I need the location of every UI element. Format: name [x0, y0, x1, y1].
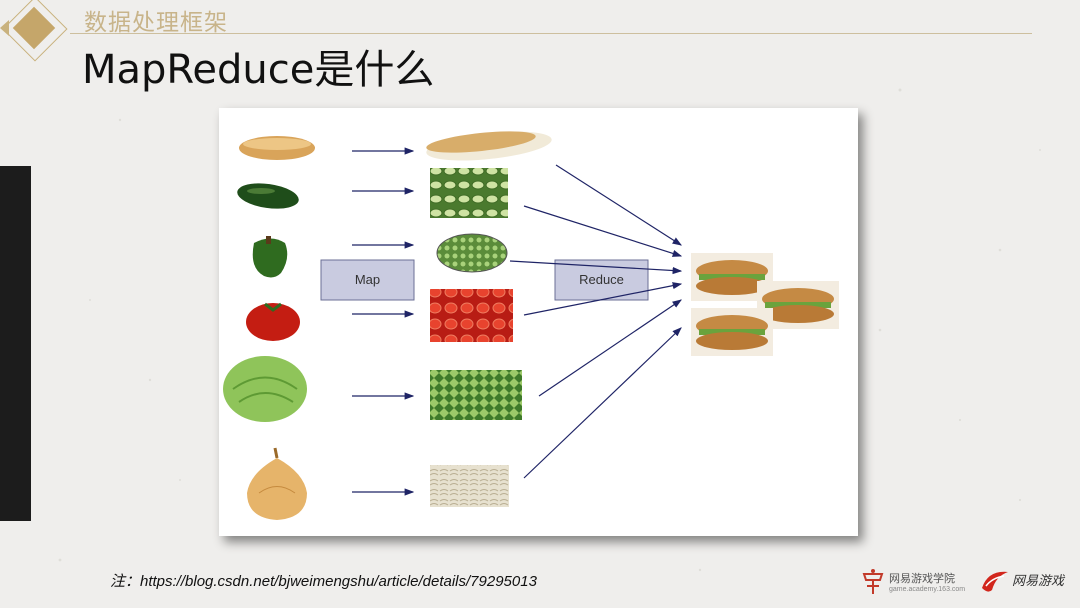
chopped-onion-icon: [430, 465, 509, 507]
onion-icon: [247, 447, 307, 520]
sandwich-icon: [691, 308, 773, 356]
reduce-arrows: [509, 164, 683, 479]
map-arrows: [352, 147, 415, 496]
chopped-pepper-icon: [436, 233, 508, 273]
diagram-canvas: [223, 131, 839, 520]
reduce-label: Reduce: [579, 272, 624, 287]
netease-games-logo: 网易游戏: [978, 566, 1068, 598]
map-label: Map: [354, 272, 381, 287]
map-box: [320, 259, 415, 301]
academy-logo-url: game.academy.163.com: [889, 586, 966, 593]
sliced-cucumber-icon: [430, 168, 508, 218]
netease-games-logo-name: 网易游戏: [1012, 574, 1065, 589]
header-divider: [70, 33, 1032, 34]
left-accent-bar: [0, 166, 31, 521]
section-subtitle: 数据处理框架: [84, 10, 228, 36]
sliced-bread-icon: [426, 131, 552, 161]
sliced-tomato-icon: [430, 289, 513, 342]
source-note: 注：https://blog.csdn.net/bjweimengshu/art…: [110, 573, 537, 590]
academy-logo-icon: [862, 569, 884, 594]
bread-icon: [239, 136, 315, 160]
header-triangle-icon: [0, 20, 9, 36]
sandwich-icon: [757, 281, 839, 329]
academy-logo: 网易游戏学院 game.academy.163.com: [860, 568, 970, 598]
cucumber-icon: [237, 183, 299, 209]
mapreduce-diagram: Map Reduce: [219, 108, 858, 536]
tomato-icon: [246, 302, 300, 341]
lettuce-icon: [223, 356, 307, 422]
slide-title: MapReduce是什么: [82, 47, 435, 93]
shredded-lettuce-icon: [430, 370, 522, 420]
academy-logo-name: 网易游戏学院: [889, 572, 955, 585]
netease-games-logo-icon: [982, 571, 1008, 592]
pepper-icon: [252, 236, 288, 278]
